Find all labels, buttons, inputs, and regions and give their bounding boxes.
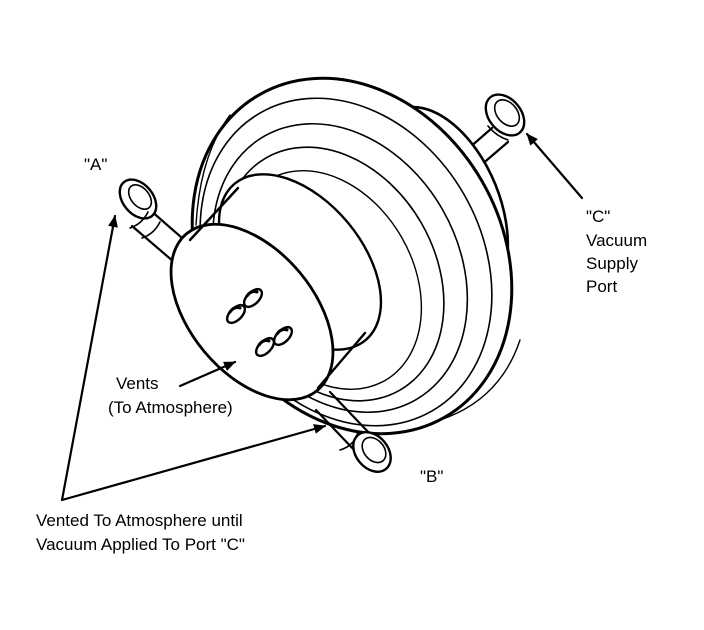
label-port-c-line1: "C" xyxy=(586,207,610,226)
arrow-port-b xyxy=(60,424,327,502)
vent-hole-icon xyxy=(254,336,276,358)
label-port-c-line2: Vacuum xyxy=(586,231,647,250)
vent-hole-icon xyxy=(242,287,264,309)
label-vented-line1: Vented To Atmosphere until xyxy=(36,511,243,530)
vent-hole-icon xyxy=(272,325,294,347)
arrow-port-a xyxy=(60,214,118,502)
label-vents-line2: (To Atmosphere) xyxy=(108,398,233,417)
label-port-c: "C" Vacuum Supply Port xyxy=(586,207,647,296)
vent-holes xyxy=(225,287,294,358)
label-vents-line1: Vents xyxy=(116,374,159,393)
label-port-c-line3: Supply xyxy=(586,254,638,273)
label-vented-line2: Vacuum Applied To Port "C" xyxy=(36,535,245,554)
label-vented-note: Vented To Atmosphere until Vacuum Applie… xyxy=(36,511,245,554)
arrow-vents xyxy=(178,360,237,388)
vent-hole-icon xyxy=(225,303,247,325)
label-port-b: "B" xyxy=(420,467,443,486)
label-port-c-line4: Port xyxy=(586,277,617,296)
leader-arrows xyxy=(60,132,584,502)
port-b-tube xyxy=(314,390,392,473)
label-vents: Vents (To Atmosphere) xyxy=(108,374,233,417)
label-port-a: "A" xyxy=(84,155,107,174)
arrow-port-c xyxy=(525,132,584,200)
front-vent-cap xyxy=(169,173,390,402)
